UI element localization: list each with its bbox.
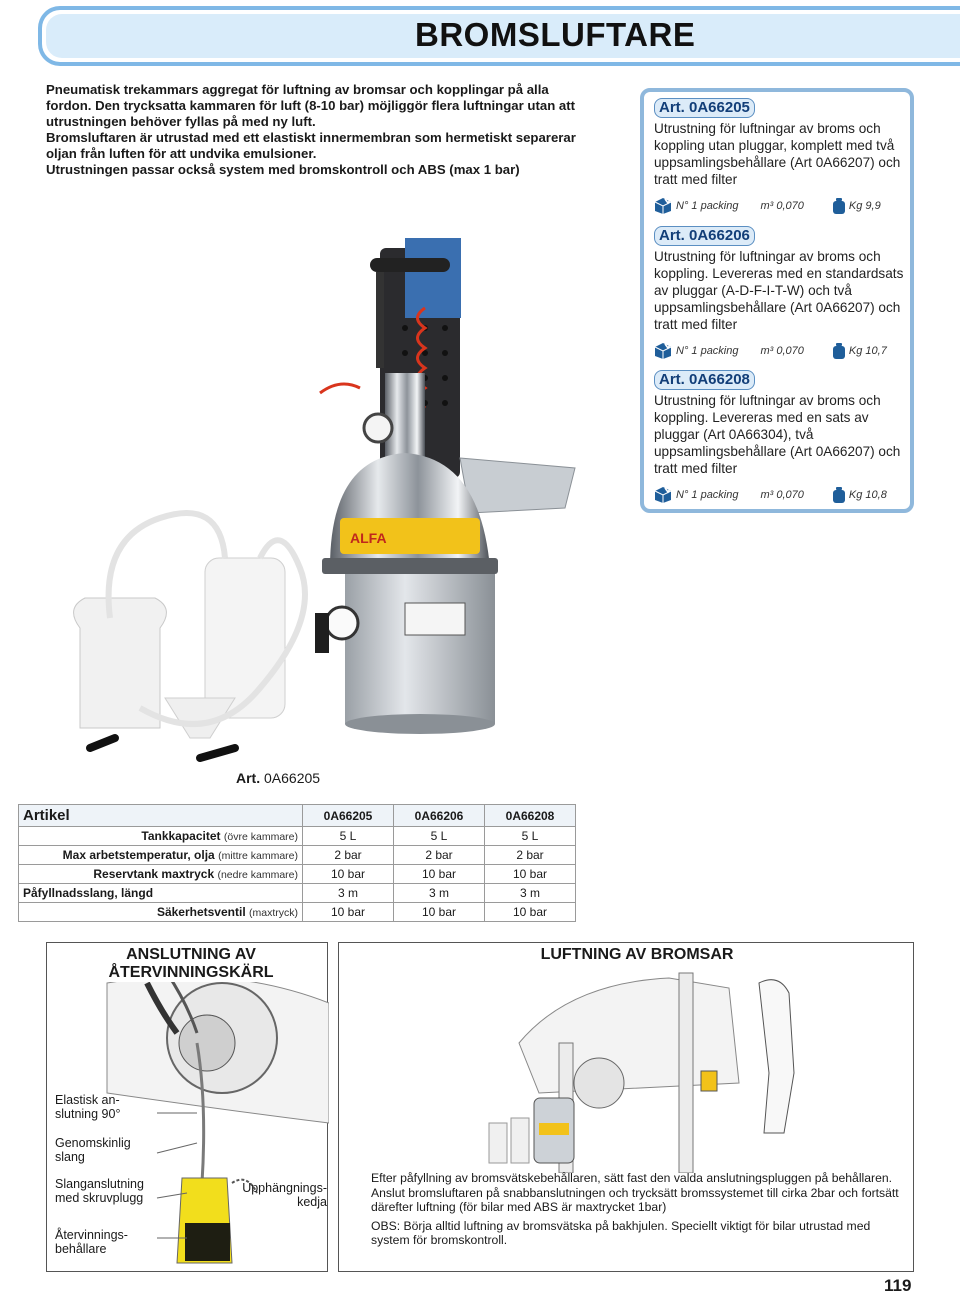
table-cell: 3 m: [484, 883, 576, 903]
package-box-icon: [654, 196, 673, 215]
article-box: Art. 0A66205 Utrustning för luftningar a…: [640, 88, 914, 513]
table-cell: 10 bar: [393, 864, 485, 884]
label-recovery-container: Återvinnings- behållare: [55, 1228, 128, 1256]
table-cell: 3 m: [393, 883, 485, 903]
article-code: Art. 0A66208: [654, 370, 755, 390]
table-cell: 5 L: [393, 826, 485, 846]
weight: Kg 10,7: [848, 345, 887, 357]
table-header-label: Artikel: [18, 804, 303, 827]
article-meta: N° 1 packing m³ 0,070 Kg 10,7: [654, 341, 916, 361]
panel-title: ANSLUTNING AV ÅTERVINNINGSKÄRL: [103, 946, 279, 982]
page-number: 119: [884, 1276, 912, 1295]
table-cell: 10 bar: [393, 902, 485, 922]
article-meta: N° 1 packing m³ 0,070 Kg 10,8: [654, 485, 916, 505]
weight: Kg 9,9: [848, 200, 881, 212]
row-label: Påfyllnadsslang, längd: [23, 886, 154, 900]
article-entry: Art. 0A66206 Utrustning för luftningar a…: [654, 226, 916, 361]
workshop-illustration: [488, 972, 795, 1173]
row-sublabel: (mittre kammare): [218, 850, 298, 862]
article-code: Art. 0A66206: [654, 226, 755, 246]
packing-count: N° 1 packing: [676, 489, 739, 501]
weight-icon: [832, 486, 846, 504]
table-cell: 5 L: [302, 826, 394, 846]
instruction-paragraph: OBS: Börja alltid luftning av bromsvätsk…: [371, 1218, 871, 1248]
caption-code: 0A66205: [264, 770, 321, 786]
table-cell: 10 bar: [484, 864, 576, 884]
table-cell: 2 bar: [484, 845, 576, 865]
article-entry: Art. 0A66208 Utrustning för luftningar a…: [654, 370, 916, 505]
table-header-col: 0A66206: [393, 804, 485, 827]
caption-prefix: Art.: [236, 770, 261, 786]
intro-text: Pneumatisk trekammars aggregat för luftn…: [46, 82, 591, 178]
weight-icon: [832, 342, 846, 360]
table-header-col: 0A66205: [302, 804, 394, 827]
article-description: Utrustning för luftningar av broms och k…: [654, 121, 901, 187]
article-meta: N° 1 packing m³ 0,070 Kg 9,9: [654, 196, 916, 216]
intro-paragraph: Bromsluftaren är utrustad med ett elasti…: [46, 130, 576, 161]
product-caption: Art. 0A66205: [236, 770, 320, 786]
panel-title: LUFTNING AV BROMSAR: [527, 946, 747, 964]
label-elastic-connection: Elastisk an- slutning 90°: [55, 1093, 121, 1121]
table-cell: 10 bar: [302, 902, 394, 922]
row-label: Reservtank maxtryck: [93, 867, 215, 881]
article-description: Utrustning för luftningar av broms och k…: [654, 393, 901, 476]
label-transparent-hose: Genomskinlig slang: [55, 1136, 131, 1164]
packing-count: N° 1 packing: [676, 200, 739, 212]
intro-paragraph: Pneumatisk trekammars aggregat för luftn…: [46, 82, 576, 129]
row-sublabel: (maxtryck): [249, 907, 298, 919]
table-cell: 2 bar: [302, 845, 394, 865]
table-header-col: 0A66208: [484, 804, 576, 827]
article-entry: Art. 0A66205 Utrustning för luftningar a…: [654, 98, 916, 216]
table-row: Påfyllnadsslang, längd 3 m 3 m 3 m: [18, 883, 576, 903]
row-sublabel: (övre kammare): [223, 831, 298, 843]
row-label: Säkerhetsventil: [156, 905, 246, 919]
table-row: Tankkapacitet (övre kammare) 5 L 5 L 5 L: [18, 826, 576, 846]
table-cell: 2 bar: [393, 845, 485, 865]
volume: m³ 0,070: [760, 345, 804, 357]
instruction-paragraph: Efter påfyllning av bromsvätskebehållare…: [371, 1171, 899, 1214]
article-code: Art. 0A66205: [654, 98, 755, 118]
package-box-icon: [654, 341, 673, 360]
panel-brake-bleeding: LUFTNING AV BROMSAR Efter påfyllning av …: [338, 942, 914, 1272]
product-photo: ALFA: [73, 238, 576, 762]
row-label: Max arbetstemperatur, olja: [62, 848, 215, 862]
spec-table: Artikel 0A66205 0A66206 0A66208 Tankkapa…: [18, 804, 576, 922]
article-description: Utrustning för luftningar av broms och k…: [654, 249, 904, 332]
label-hose-connection: Slanganslutning med skruvplugg: [55, 1177, 144, 1205]
panel-recovery-connection: ANSLUTNING AV ÅTERVINNINGSKÄRL Elastisk …: [46, 942, 329, 1272]
weight: Kg 10,8: [848, 489, 887, 501]
table-row: Max arbetstemperatur, olja (mittre kamma…: [18, 845, 576, 865]
packing-count: N° 1 packing: [676, 345, 739, 357]
table-header-row: Artikel 0A66205 0A66206 0A66208: [18, 804, 576, 827]
table-cell: 5 L: [484, 826, 576, 846]
page-title: BROMSLUFTARE: [415, 16, 696, 53]
row-label: Tankkapacitet: [141, 829, 221, 843]
intro-paragraph: Utrustningen passar också system med bro…: [46, 162, 520, 177]
sticker-text: ALFA: [350, 530, 387, 546]
bleeding-instructions: Efter påfyllning av bromsvätskebehållare…: [371, 1171, 911, 1252]
volume: m³ 0,070: [760, 489, 804, 501]
table-row: Säkerhetsventil (maxtryck) 10 bar 10 bar…: [18, 902, 576, 922]
table-cell: 10 bar: [484, 902, 576, 922]
package-box-icon: [654, 485, 673, 504]
row-sublabel: (nedre kammare): [217, 869, 298, 881]
label-suspension-chain: Upphängnings- kedja: [242, 1181, 327, 1209]
table-row: Reservtank maxtryck (nedre kammare) 10 b…: [18, 864, 576, 884]
table-cell: 3 m: [302, 883, 394, 903]
header-bar: [38, 6, 960, 66]
table-cell: 10 bar: [302, 864, 394, 884]
volume: m³ 0,070: [760, 200, 804, 212]
weight-icon: [832, 197, 846, 215]
